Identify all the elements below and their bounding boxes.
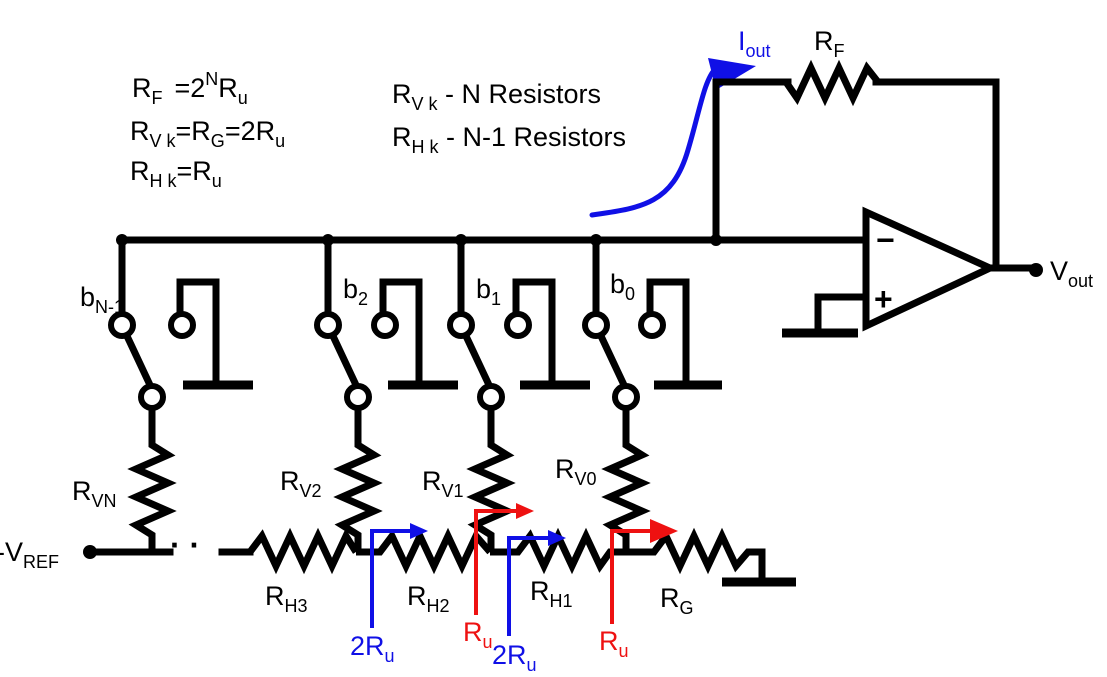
ground-terminal-wire [646, 278, 690, 387]
vertical-resistor [127, 408, 177, 552]
switch-blade [122, 331, 155, 390]
annotation-arrow-ru [610, 519, 678, 624]
annotation-ru-label: Ru [599, 626, 629, 661]
switch-terminal [504, 311, 532, 339]
opamp-plus: + [874, 281, 893, 317]
vertical-resistor [466, 408, 516, 552]
annotation-arrow-2ru [370, 523, 428, 628]
annotation-arrow-ru [474, 503, 534, 615]
rh2-resistor [356, 527, 493, 575]
node-dot [710, 234, 722, 246]
annotation-ru-label: Ru [463, 617, 493, 652]
equation-rf: RF=2NRu [132, 69, 248, 108]
switch-blade [328, 331, 361, 390]
switch-terminal [168, 311, 196, 339]
bit-label: bN-1 [80, 282, 124, 317]
equation-rv-rg: RV k=RG=2Ru [130, 116, 285, 151]
iout-current-curve [589, 65, 719, 218]
opamp-minus: − [876, 222, 895, 258]
feedback-wire [712, 78, 792, 244]
vout-terminal [1029, 263, 1043, 277]
switch-common-terminal [344, 383, 372, 411]
rh1-resistor [490, 527, 626, 575]
opamp-triangle [862, 206, 999, 332]
switch-common-terminal [612, 383, 640, 411]
vout-label: Vout [1050, 256, 1093, 291]
annotation-2ru-label: 2Ru [492, 640, 537, 675]
rg-resistor [626, 527, 766, 578]
switch-terminal [447, 311, 475, 339]
switch-branches: bN-1 b2 b1 b0 [80, 236, 722, 552]
switch-common-terminal [138, 383, 166, 411]
vertical-resistor [333, 408, 383, 552]
ground-terminal-wire [379, 278, 423, 387]
switch-blade [461, 331, 494, 390]
iout-label: Iout [738, 26, 771, 61]
annotation-arrow-2ru [507, 530, 566, 636]
switch-terminal [108, 311, 136, 339]
rv0-label: RV0 [555, 454, 597, 489]
equation-rh: RH k=Ru [130, 156, 222, 191]
opamp-noninverting-wire [814, 293, 870, 334]
switch-terminal [582, 311, 610, 339]
rh1-label: RH1 [530, 576, 573, 611]
bit-label: b1 [476, 274, 501, 309]
rvn-label: RVN [72, 476, 117, 511]
bit-label: b2 [343, 274, 368, 309]
rh3-resistor [247, 527, 359, 575]
rv1-label: RV1 [422, 466, 464, 501]
switch-terminal [638, 311, 666, 339]
rh2-label: RH2 [407, 581, 450, 616]
switch-terminal [371, 311, 399, 339]
rg-label: RG [660, 583, 694, 618]
rv2-label: RV2 [280, 466, 322, 501]
bit-label: b0 [610, 269, 635, 304]
ground-terminal-wire [176, 278, 220, 387]
rf-label: RF [814, 26, 845, 61]
rv-count-label: RV k - N Resistors [392, 79, 601, 114]
rh3-label: RH3 [265, 581, 308, 616]
ground-terminal-wire [512, 278, 556, 387]
switch-terminal [314, 311, 342, 339]
vref-label: -VREF [0, 537, 59, 572]
rf-resistor [783, 59, 881, 107]
switch-blade [596, 331, 629, 390]
feedback-wire-right [872, 78, 1000, 272]
annotation-2ru-label: 2Ru [350, 631, 395, 666]
rh-count-label: RH k - N-1 Resistors [392, 122, 626, 157]
ladder-continuation-dots: · · [170, 527, 200, 563]
switch-common-terminal [477, 383, 505, 411]
